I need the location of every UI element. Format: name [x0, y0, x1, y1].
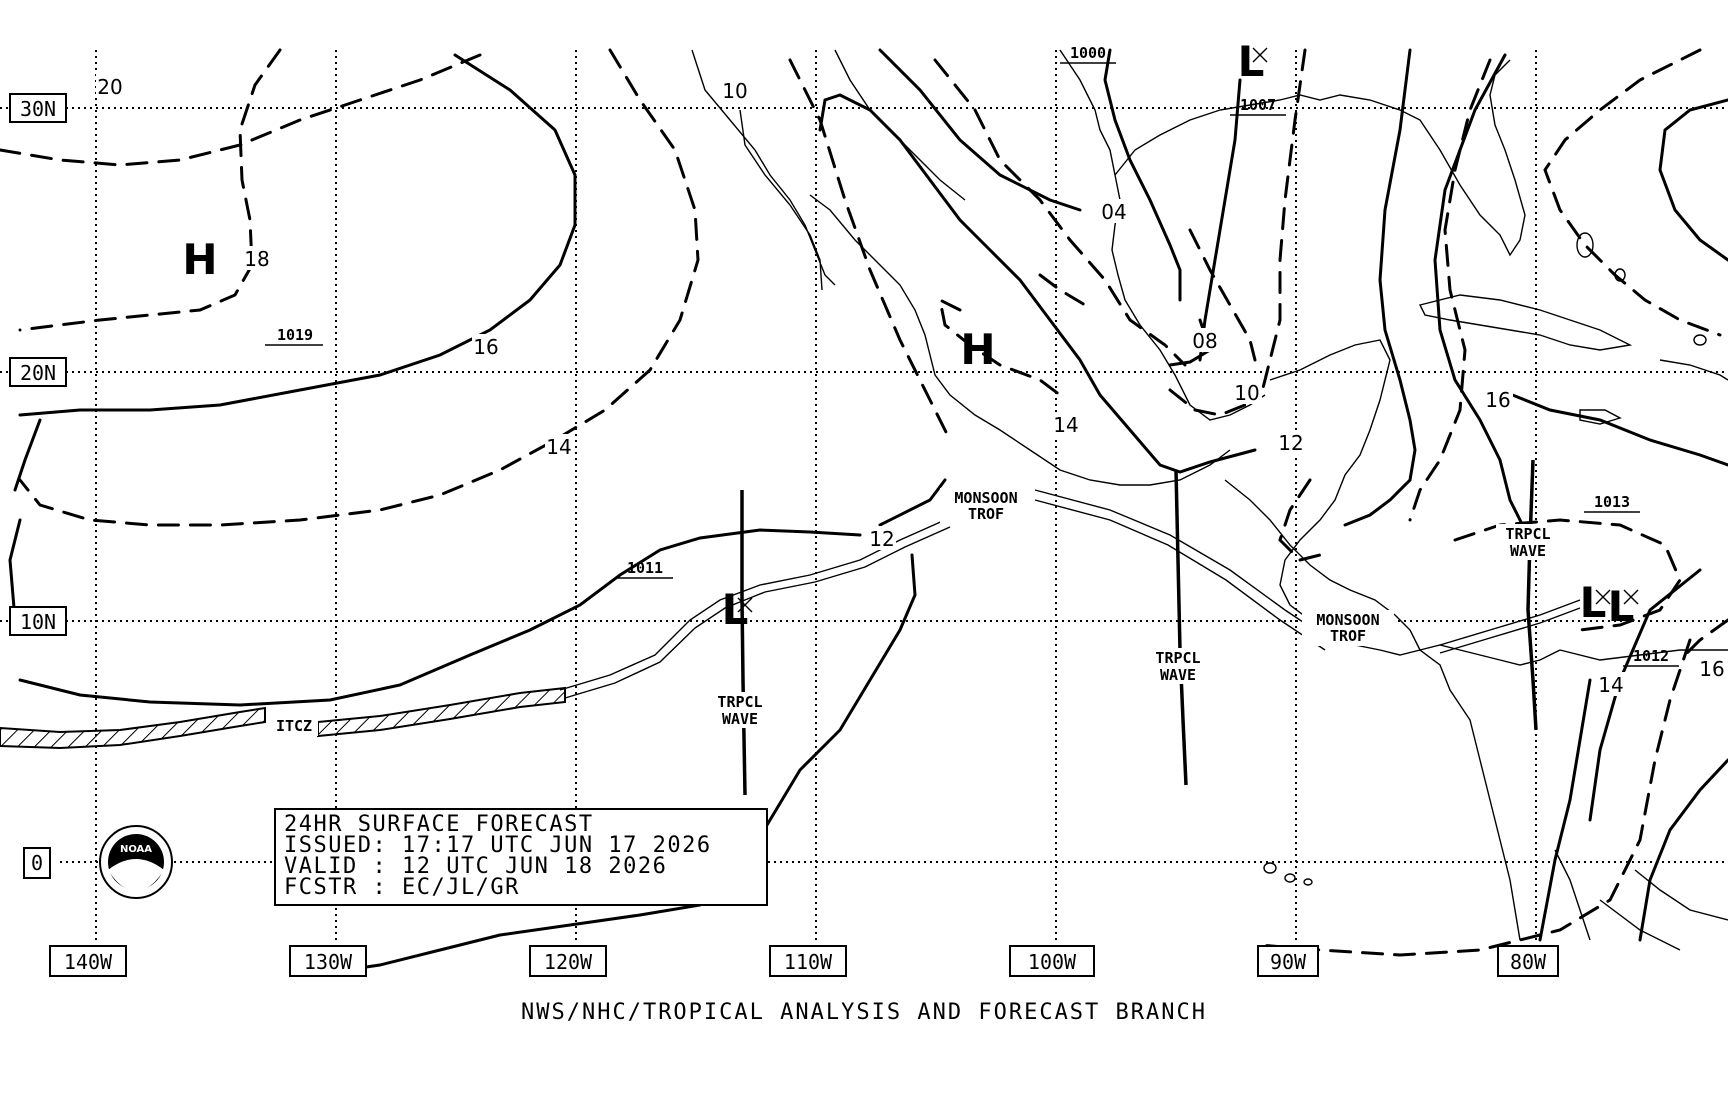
- low-center-x-icon: [1595, 589, 1611, 605]
- valid-time: VALID : 12 UTC JUN 18 2026: [284, 854, 668, 879]
- isobar-label: 16: [473, 335, 498, 359]
- lon-label-80w: 80W: [1510, 950, 1547, 974]
- pressure-value: 1011: [627, 559, 663, 577]
- pressure-value: 1013: [1594, 493, 1630, 511]
- lon-label-120w: 120W: [544, 950, 593, 974]
- itcz-band: [0, 686, 566, 750]
- forecast-info-box: 24HR SURFACE FORECAST ISSUED: 17:17 UTC …: [274, 808, 768, 906]
- pressure-values: 1019 1011 1000 1007 1013 1012: [265, 44, 1679, 667]
- isobar-label: 04: [1101, 200, 1126, 224]
- isobar-labels: 20 18 16 14 12 10 10 04 08 10 12 16 14 1…: [96, 74, 1728, 697]
- isobar-label: 16: [1699, 657, 1724, 681]
- pressure-value: 1007: [1240, 96, 1276, 114]
- low-pressure-center: L: [1238, 37, 1265, 86]
- noaa-logo-text: NOAA: [120, 844, 152, 855]
- isobar-label: 10: [1234, 381, 1259, 405]
- itcz-label: ITCZ: [276, 717, 312, 735]
- pressure-value: 1012: [1633, 647, 1669, 665]
- pressure-value: 1019: [277, 326, 313, 344]
- issued-time: ISSUED: 17:17 UTC JUN 17 2026: [284, 833, 712, 858]
- isobar-label: 20: [97, 75, 122, 99]
- isobar-label: 14: [546, 435, 571, 459]
- tropical-wave-label: WAVE: [1510, 542, 1546, 560]
- high-pressure-center: H: [182, 235, 217, 284]
- low-pressure-center: L: [1608, 582, 1635, 631]
- isobar-label: 12: [869, 527, 894, 551]
- tropical-wave-label: WAVE: [722, 710, 758, 728]
- lon-label-140w: 140W: [64, 950, 113, 974]
- tropical-wave-label: TRPCL: [1505, 525, 1550, 543]
- tropical-wave-label: TRPCL: [1155, 649, 1200, 667]
- latitude-labels: 30N 20N 10N 0: [9, 93, 67, 879]
- monsoon-trof-label: TROF: [968, 505, 1004, 523]
- noaa-logo-icon: NOAA: [99, 825, 173, 899]
- pressure-centers: H H L L L L: [182, 37, 1639, 634]
- forecast-title: 24HR SURFACE FORECAST: [284, 812, 594, 837]
- low-center-x-icon: [1252, 47, 1268, 63]
- lat-label-30n: 30N: [20, 97, 56, 121]
- lon-label-130w: 130W: [304, 950, 353, 974]
- pressure-value: 1000: [1070, 44, 1106, 62]
- tropical-wave-label: WAVE: [1160, 666, 1196, 684]
- footer-credit: NWS/NHC/TROPICAL ANALYSIS AND FORECAST B…: [520, 1000, 1208, 1025]
- lon-label-90w: 90W: [1270, 950, 1307, 974]
- low-pressure-center: L: [1580, 578, 1607, 627]
- monsoon-trof-label: MONSOON: [1316, 611, 1379, 629]
- isobar-label: 12: [1278, 431, 1303, 455]
- isobar-label: 08: [1192, 329, 1217, 353]
- lon-label-110w: 110W: [784, 950, 833, 974]
- monsoon-trof-label: MONSOON: [954, 489, 1017, 507]
- isobar-label: 10: [722, 79, 747, 103]
- isobar-label: 16: [1485, 388, 1510, 412]
- monsoon-trof-label: TROF: [1330, 627, 1366, 645]
- high-pressure-center: H: [960, 325, 995, 374]
- tropical-waves: [740, 459, 1538, 796]
- forecasters: FCSTR : EC/JL/GR: [284, 875, 520, 900]
- isobar-label: 14: [1598, 673, 1623, 697]
- isobar-label: 18: [244, 247, 269, 271]
- lat-label-10n: 10N: [20, 610, 56, 634]
- tropical-wave-label: TRPCL: [717, 693, 762, 711]
- low-center-x-icon: [737, 597, 753, 613]
- lon-label-100w: 100W: [1028, 950, 1077, 974]
- longitude-labels: 140W 130W 120W 110W 100W 90W 80W: [49, 945, 1559, 977]
- graticule: [0, 50, 1728, 940]
- feature-labels: MONSOON TROF MONSOON TROF TRPCL WAVE TRP…: [270, 488, 1560, 736]
- low-center-x-icon: [1623, 589, 1639, 605]
- lat-label-20n: 20N: [20, 361, 56, 385]
- coastlines: [691, 49, 1728, 951]
- isobars: [0, 48, 1728, 977]
- isobar-label: 14: [1053, 413, 1078, 437]
- lat-label-equator: 0: [31, 851, 43, 875]
- monsoon-trough: [559, 489, 1581, 699]
- low-pressure-center: L: [722, 585, 749, 634]
